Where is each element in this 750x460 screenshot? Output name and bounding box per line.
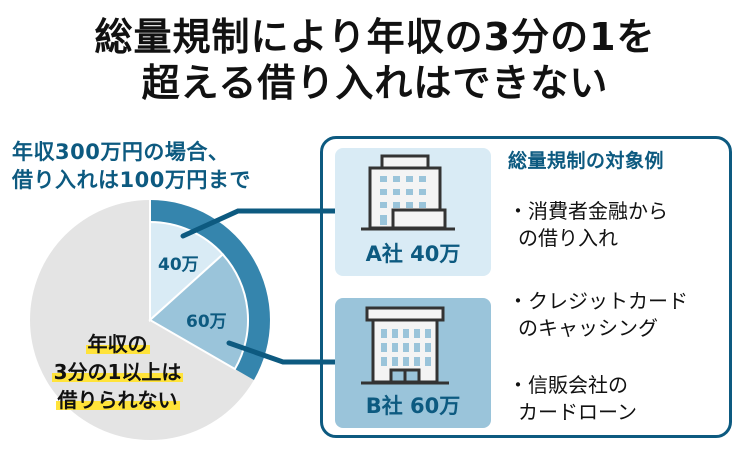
connector-line-a [180, 208, 340, 239]
warning-line-3: 借りられない [55, 388, 180, 412]
slice-a-label: 40万 [158, 255, 199, 275]
subtitle-line-2: 借り入れは100万円まで [12, 168, 251, 192]
example-line: ・信販会社の [508, 373, 628, 397]
example-line: の借り入れ [518, 226, 618, 250]
title-line-1: 総量規制により年収の3分の1を [94, 15, 656, 59]
warning-line-2: 3分の1以上は [51, 360, 184, 384]
limit-warning: 年収の 3分の1以上は 借りられない [30, 330, 205, 414]
examples-title: 総量規制の対象例 [508, 150, 665, 172]
connector-line-b [226, 340, 340, 365]
example-line: カードローン [518, 400, 637, 424]
office-building-icon [361, 306, 449, 385]
example-line: ・消費者金融から [508, 199, 668, 223]
card-company-b: B社 60万 [335, 298, 491, 428]
office-building-icon [361, 154, 455, 231]
example-line: のキャッシング [518, 316, 658, 340]
card-a-label: A社 40万 [365, 242, 461, 266]
example-item: ・信販会社の カードローン [508, 372, 637, 426]
subtitle-line-1: 年収300万円の場合、 [12, 140, 230, 164]
example-line: ・クレジットカード [508, 289, 688, 313]
card-b-label: B社 60万 [365, 394, 461, 418]
title-line-2: 超える借り入れはできない [141, 61, 609, 105]
page-title: 総量規制により年収の3分の1を 超える借り入れはできない [0, 14, 750, 106]
card-company-a: A社 40万 [335, 148, 491, 276]
chart-subtitle: 年収300万円の場合、 借り入れは100万円まで [12, 138, 251, 194]
warning-line-1: 年収の [85, 332, 150, 356]
slice-b-label: 60万 [186, 312, 227, 332]
example-item: ・消費者金融から の借り入れ [508, 198, 668, 252]
pie-slice-b [148, 252, 249, 371]
examples-panel [320, 136, 732, 438]
example-item: ・クレジットカード のキャッシング [508, 288, 688, 342]
